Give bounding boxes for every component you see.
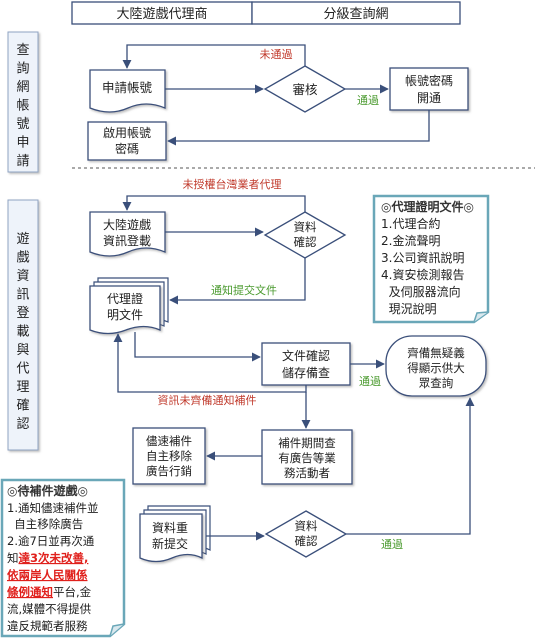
section-label-register-char: 載 <box>16 325 29 340</box>
section-label-register-char: 訊 <box>16 288 29 303</box>
section-label-register-char: 登 <box>16 306 29 321</box>
note-docs-item-6: 現況說明 <box>381 301 437 316</box>
note-pending-line4: 知達3次未改善, <box>7 551 88 565</box>
section2-connectors <box>113 195 475 541</box>
section1-connectors <box>122 44 430 146</box>
section-label-apply-char: 號 <box>16 117 29 132</box>
section-label-register-char: 資 <box>16 269 29 284</box>
account-open-line2: 開通 <box>417 91 441 105</box>
remove-ads-box: 儘速補件 自主移除 廣告行銷 <box>132 427 206 485</box>
section-label-apply-char: 詢 <box>16 61 29 77</box>
note-docs-title: ◎代理證明文件◎ <box>381 199 474 214</box>
review-diamond: 審核 <box>263 65 347 113</box>
register-info-line2: 資訊登載 <box>103 233 151 248</box>
header-left-text: 大陸遊戲代理商 <box>116 6 207 22</box>
remove-ads-line3: 廣告行銷 <box>146 464 192 478</box>
activate-line2: 密碼 <box>115 141 139 156</box>
check-ads-line2: 有廣告等業 <box>278 451 336 465</box>
section-label-apply-char: 申 <box>16 136 29 151</box>
section-label-register-char: 認 <box>16 416 29 432</box>
register-info-line1: 大陸遊戲 <box>103 217 151 232</box>
data-confirm-line2: 確認 <box>294 235 317 249</box>
data-confirm-diamond: 資料 確認 <box>263 211 347 259</box>
account-open-box: 帳號密碼 開通 <box>389 67 469 111</box>
doc-confirm-box: 文件確認 儲存備查 <box>261 342 351 386</box>
section-label-apply-char: 帳 <box>16 99 29 114</box>
section-label-register-char: 確 <box>16 398 29 414</box>
resubmit-line2: 新提交 <box>152 536 188 551</box>
review-text: 審核 <box>292 82 318 97</box>
publish-query-line1: 齊備無疑義 <box>407 346 465 360</box>
register-info-box: 大陸遊戲 資訊登載 <box>89 211 166 257</box>
data-confirm2-line2: 確認 <box>295 534 318 548</box>
note-pending-line2: 自主移除廣告 <box>7 517 83 531</box>
remove-ads-line2: 自主移除 <box>146 449 192 463</box>
note-docs-item-5: 及伺服器流向 <box>381 284 461 299</box>
agency-docs-box: 代理證 明文件 <box>89 277 169 335</box>
resubmit-box: 資料重 新提交 <box>139 505 211 563</box>
note-pending-line8: 違反規範者服務 <box>7 619 88 633</box>
section-label-register-char: 理 <box>16 380 29 395</box>
header-right-text: 分級查詢網 <box>323 6 388 22</box>
note-pending-line1: 1.通知儘速補件並 <box>7 501 98 515</box>
note-pending: ◎待補件遊戲◎ 1.通知儘速補件並 自主移除廣告 2.逾7日並再次通 知達3次未… <box>0 478 126 638</box>
data-confirm2-line1: 資料 <box>295 519 318 533</box>
data-confirm-line1: 資料 <box>294 220 317 234</box>
header-right-box: 分級查詢網 <box>251 1 461 25</box>
pass2-label: 通過 <box>381 538 403 551</box>
note-docs-item-3: 3.公司資訊說明 <box>381 250 464 265</box>
note-pending-line5: 依兩岸人民關係 <box>7 568 88 582</box>
remove-ads-line1: 儘速補件 <box>146 434 192 448</box>
doc-confirm-line2: 儲存備查 <box>282 365 330 380</box>
agency-docs-line1: 代理證 <box>107 291 143 306</box>
publish-query-line3: 眾查詢 <box>419 376 454 390</box>
section-label-register-char: 遊 <box>16 232 29 247</box>
note-docs-item-2: 2.金流聲明 <box>381 233 440 248</box>
account-open-line1: 帳號密碼 <box>405 73 453 88</box>
apply-account-text: 申請帳號 <box>102 80 153 95</box>
section-label-register-char: 戲 <box>16 251 29 266</box>
resubmit-line1: 資料重 <box>152 521 188 535</box>
note-pending-line6-b: 平台,金 <box>53 585 92 599</box>
note-docs: ◎代理證明文件◎ 1.代理合約 2.金流聲明 3.公司資訊說明 4.資安檢測報告… <box>372 194 490 324</box>
section-label-apply-char: 網 <box>16 80 29 95</box>
activate-box: 啟用帳號 密碼 <box>87 121 167 161</box>
check-ads-line1: 補件期間查 <box>278 436 336 450</box>
incomplete-notify-label: 資訊未齊備通知補件 <box>158 393 257 407</box>
note-pending-line4-a: 知 <box>7 551 19 565</box>
check-ads-line3: 務活動者 <box>284 466 330 480</box>
note-pending-line6-a: 條例通知 <box>7 585 53 599</box>
note-pending-line7: 流,媒體不得提供 <box>7 602 92 616</box>
section-label-register-char: 與 <box>16 343 29 358</box>
note-docs-item-1: 1.代理合約 <box>381 216 440 231</box>
section-label-apply-char: 請 <box>16 154 29 169</box>
note-pending-line3: 2.逾7日並再次通 <box>7 534 95 548</box>
check-ads-box: 補件期間查 有廣告等業 務活動者 <box>261 429 353 485</box>
note-pending-title: ◎待補件遊戲◎ <box>7 483 88 498</box>
section-label-apply-char: 查 <box>16 43 29 58</box>
header-left-box: 大陸遊戲代理商 <box>71 1 253 25</box>
publish-query-box: 齊備無疑義 得顯示供大 眾查詢 <box>385 335 487 397</box>
notify-submit-label: 通知提交文件 <box>211 283 277 297</box>
note-pending-line6: 條例通知平台,金 <box>7 585 92 599</box>
doc-pass-label: 通過 <box>359 375 381 388</box>
doc-confirm-line1: 文件確認 <box>282 348 330 363</box>
note-pending-line4-b: 達3次未改善, <box>19 551 89 565</box>
unauthorized-label: 未授權台灣業者代理 <box>183 177 282 191</box>
pass-label: 通過 <box>357 94 379 107</box>
note-docs-item-4: 4.資安檢測報告 <box>381 267 464 282</box>
data-confirm2-diamond: 資料 確認 <box>264 510 348 558</box>
publish-query-line2: 得顯示供大 <box>407 361 465 375</box>
activate-line1: 啟用帳號 <box>103 125 151 140</box>
agency-docs-line2: 明文件 <box>107 307 143 322</box>
apply-account-box: 申請帳號 <box>89 69 166 113</box>
fail-label: 未通過 <box>260 48 293 61</box>
section-label-register-char: 代 <box>16 362 29 377</box>
